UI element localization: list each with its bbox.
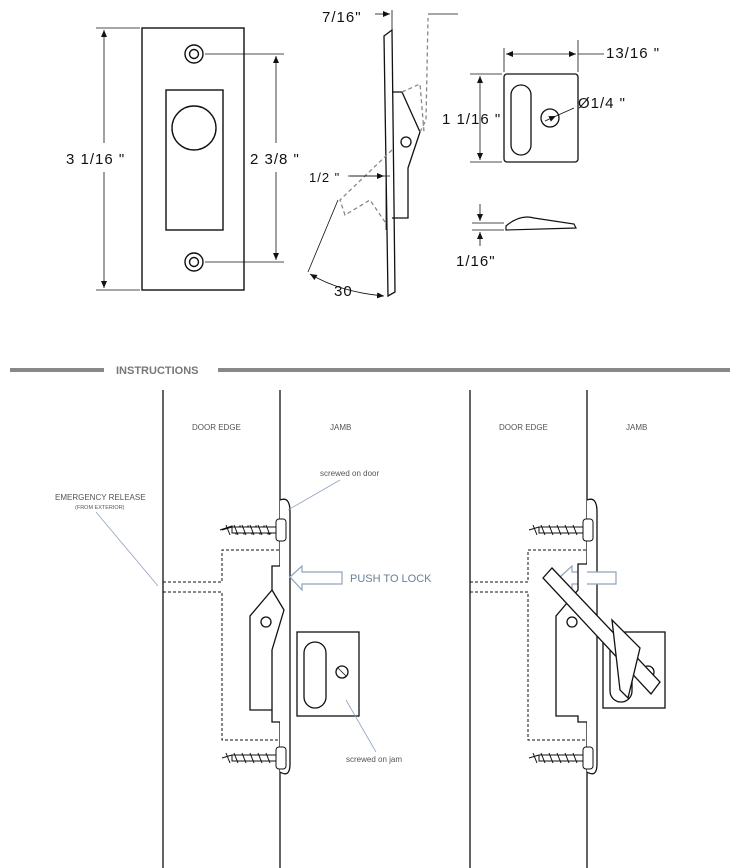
dim-hole-diameter-label: Ø1/4 " bbox=[578, 95, 626, 112]
dim-strike-width-label: 13/16 " bbox=[606, 45, 660, 62]
dim-hole-spacing-label: 2 3/8 " bbox=[250, 151, 300, 168]
dim-offset-label: 1/2 " bbox=[309, 170, 340, 185]
dim-strike-thickness-label: 1/16" bbox=[456, 253, 496, 270]
left-mortise-cutout bbox=[163, 549, 280, 741]
right-mortise-cutout bbox=[470, 549, 587, 741]
dimension-lines-side bbox=[307, 10, 458, 299]
dimension-lines-strike bbox=[470, 40, 604, 246]
strike-plate-side bbox=[505, 216, 577, 231]
dim-height-label: 3 1/16 " bbox=[66, 151, 125, 168]
dim-angle-label: 30 bbox=[334, 283, 353, 300]
left-latch-plate bbox=[279, 498, 291, 775]
screwed-on-jamb-label: screwed on jam bbox=[346, 755, 402, 764]
strike-plate-front bbox=[503, 73, 579, 163]
left-strike-plate bbox=[296, 631, 360, 717]
left-latch-body bbox=[249, 565, 285, 723]
right-latch-body-rotated bbox=[542, 563, 661, 723]
right-door-edge-label: DOOR EDGE bbox=[499, 423, 548, 432]
right-screw-bottom bbox=[528, 746, 594, 770]
right-screw-top bbox=[528, 518, 594, 542]
push-to-lock-arrow bbox=[289, 564, 343, 592]
front-view-plate bbox=[141, 27, 245, 291]
right-latch-plate bbox=[586, 498, 598, 775]
from-exterior-label: (FROM EXTERIOR) bbox=[75, 505, 125, 511]
screwed-on-door-label: screwed on door bbox=[320, 469, 379, 478]
push-to-lock-label: PUSH TO LOCK bbox=[350, 573, 432, 585]
side-view-latch bbox=[339, 17, 429, 298]
instructions-title: INSTRUCTIONS bbox=[116, 365, 199, 377]
dim-strike-height-label: 1 1/16 " bbox=[442, 111, 501, 128]
emergency-release-label: EMERGENCY RELEASE bbox=[55, 493, 146, 502]
dim-depth-label: 7/16" bbox=[322, 9, 362, 26]
left-jamb-label: JAMB bbox=[330, 423, 351, 432]
dimension-lines-front bbox=[96, 27, 284, 291]
left-screw-bottom bbox=[221, 746, 287, 770]
screwed-on-door-leader bbox=[287, 479, 341, 511]
left-door-edge-label: DOOR EDGE bbox=[192, 423, 241, 432]
emergency-release-leader bbox=[95, 511, 159, 587]
left-screw-top bbox=[219, 518, 287, 542]
right-jamb-label: JAMB bbox=[626, 423, 647, 432]
screwed-on-jamb-leader bbox=[345, 699, 377, 753]
